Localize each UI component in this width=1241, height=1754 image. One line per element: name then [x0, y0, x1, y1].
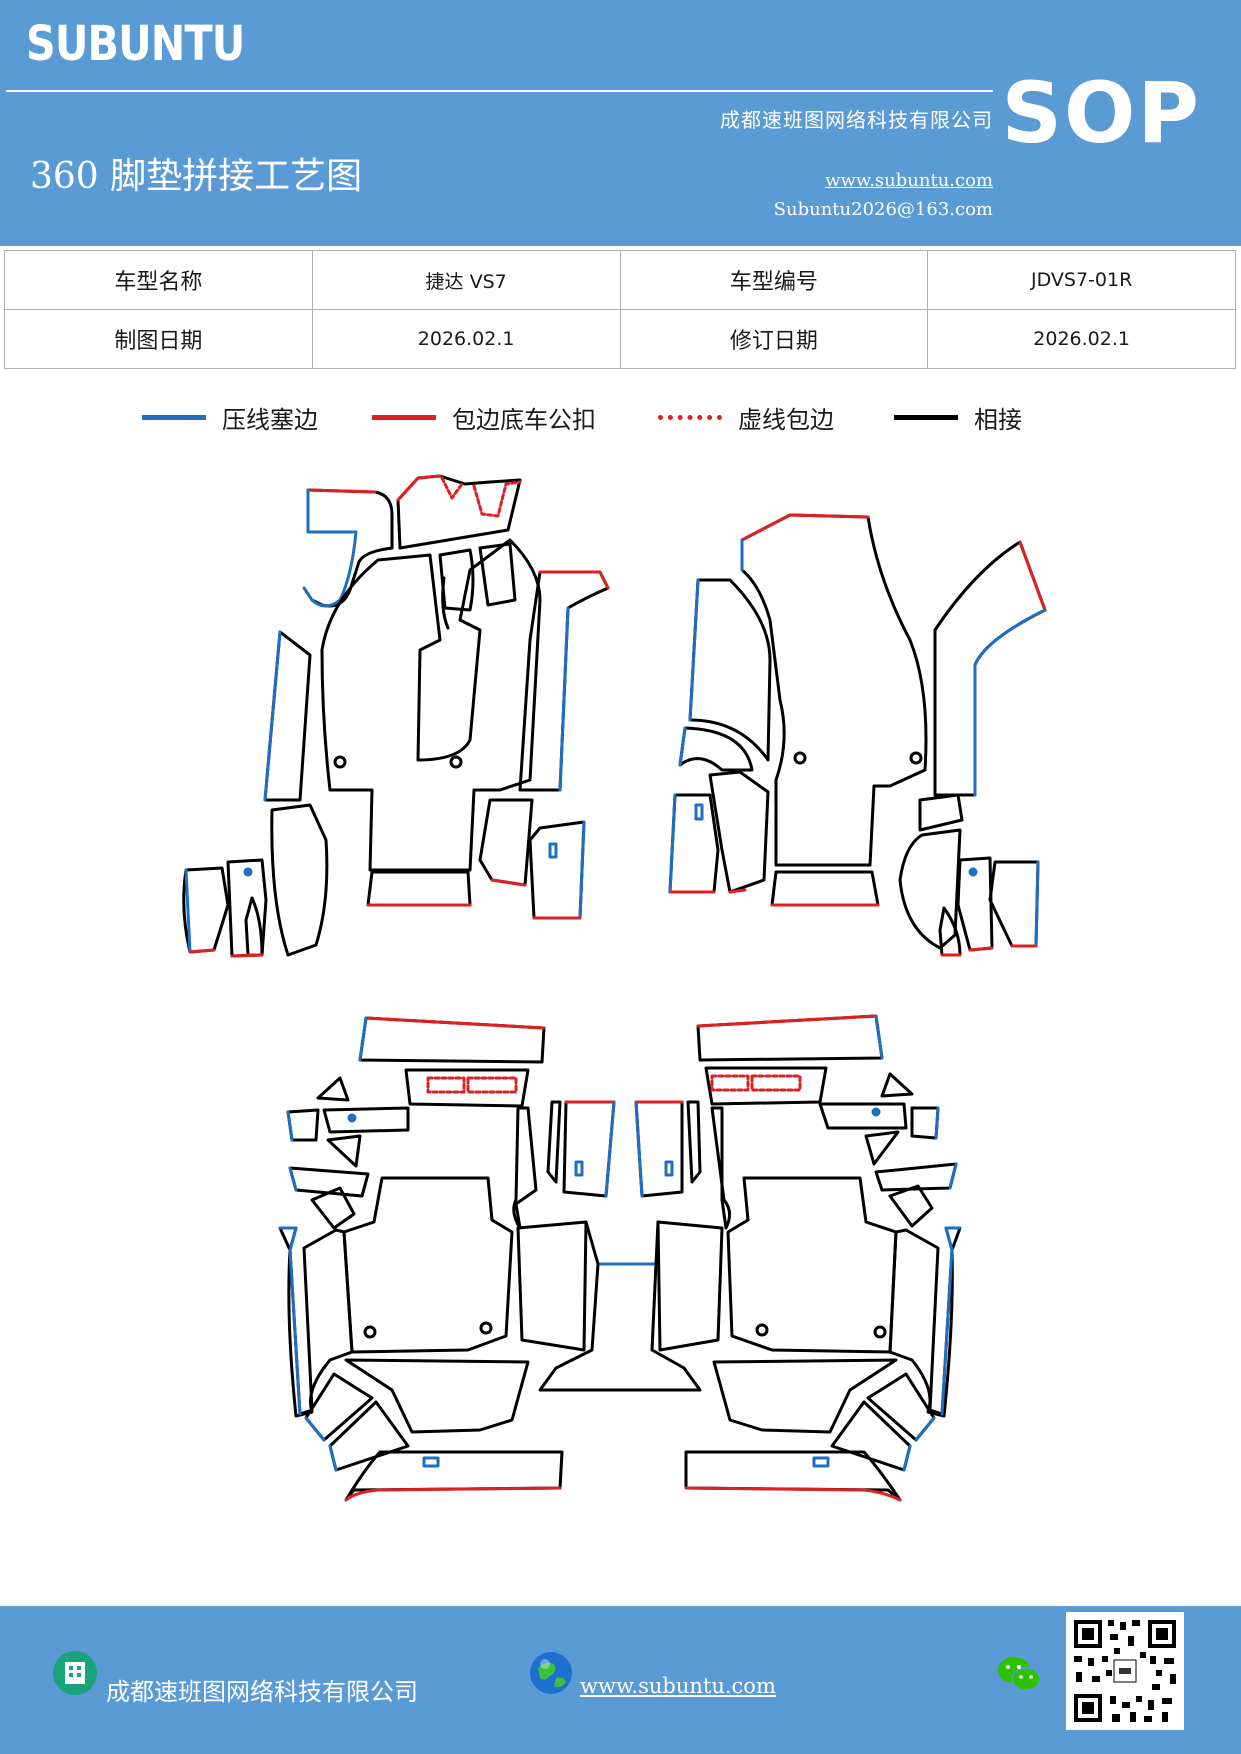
blue-line-swatch — [142, 415, 206, 420]
info-table: 车型名称 捷达 VS7 车型编号 JDVS7-01R 制图日期 2026.02.… — [4, 250, 1236, 369]
front-left-mat-group — [182, 474, 610, 958]
globe-icon — [530, 1652, 572, 1694]
legend-item-press-line: 压线塞边 — [142, 400, 318, 435]
header-company: 成都速班图网络科技有限公司 — [720, 108, 993, 132]
revise-date-value: 2026.02.1 — [927, 309, 1236, 369]
footer-url-link[interactable]: www.subuntu.com — [580, 1674, 776, 1698]
legend-item-wrap-edge: 包边底车公扣 — [372, 400, 596, 435]
header-divider — [6, 90, 993, 92]
model-name-label: 车型名称 — [4, 250, 313, 310]
rear-mat-group — [278, 1014, 962, 1502]
header-url-link[interactable]: www.subuntu.com — [825, 170, 993, 191]
black-line-swatch — [894, 415, 958, 420]
legend-label: 压线塞边 — [222, 406, 318, 434]
table-row: 制图日期 2026.02.1 修订日期 2026.02.1 — [4, 309, 1236, 369]
red-line-swatch — [372, 415, 436, 420]
legend-label: 相接 — [974, 406, 1022, 434]
brand-logo: SUBUNTU — [26, 16, 245, 72]
building-icon — [53, 1651, 97, 1695]
wechat-icon[interactable] — [996, 1654, 1042, 1694]
model-code-label: 车型编号 — [619, 250, 929, 310]
header-email[interactable]: Subuntu2026@163.com — [773, 199, 993, 220]
front-right-mat-group — [668, 513, 1047, 957]
footer-company: 成都速班图网络科技有限公司 — [106, 1678, 418, 1706]
legend-label: 虚线包边 — [738, 406, 834, 434]
model-name-value: 捷达 VS7 — [311, 250, 621, 310]
legend-item-dotted-wrap: 虚线包边 — [658, 400, 834, 435]
legend-label: 包边底车公扣 — [452, 406, 596, 434]
dotted-line-swatch — [658, 415, 722, 420]
qr-code[interactable] — [1066, 1612, 1184, 1730]
header-banner: SUBUNTU 成都速班图网络科技有限公司 360 脚垫拼接工艺图 www.su… — [0, 0, 1241, 246]
legend-item-joint: 相接 — [894, 400, 1022, 435]
model-code-value: JDVS7-01R — [927, 250, 1236, 310]
draw-date-value: 2026.02.1 — [311, 309, 621, 369]
sop-badge: SOP — [1001, 64, 1201, 162]
revise-date-label: 修订日期 — [619, 309, 929, 369]
draw-date-label: 制图日期 — [4, 309, 313, 369]
page-title: 360 脚垫拼接工艺图 — [30, 156, 363, 197]
footer-banner: 成都速班图网络科技有限公司 www.subuntu.com — [0, 1606, 1241, 1754]
legend: 压线塞边 包边底车公扣 虚线包边 相接 — [0, 400, 1241, 440]
table-row: 车型名称 捷达 VS7 车型编号 JDVS7-01R — [4, 250, 1236, 310]
